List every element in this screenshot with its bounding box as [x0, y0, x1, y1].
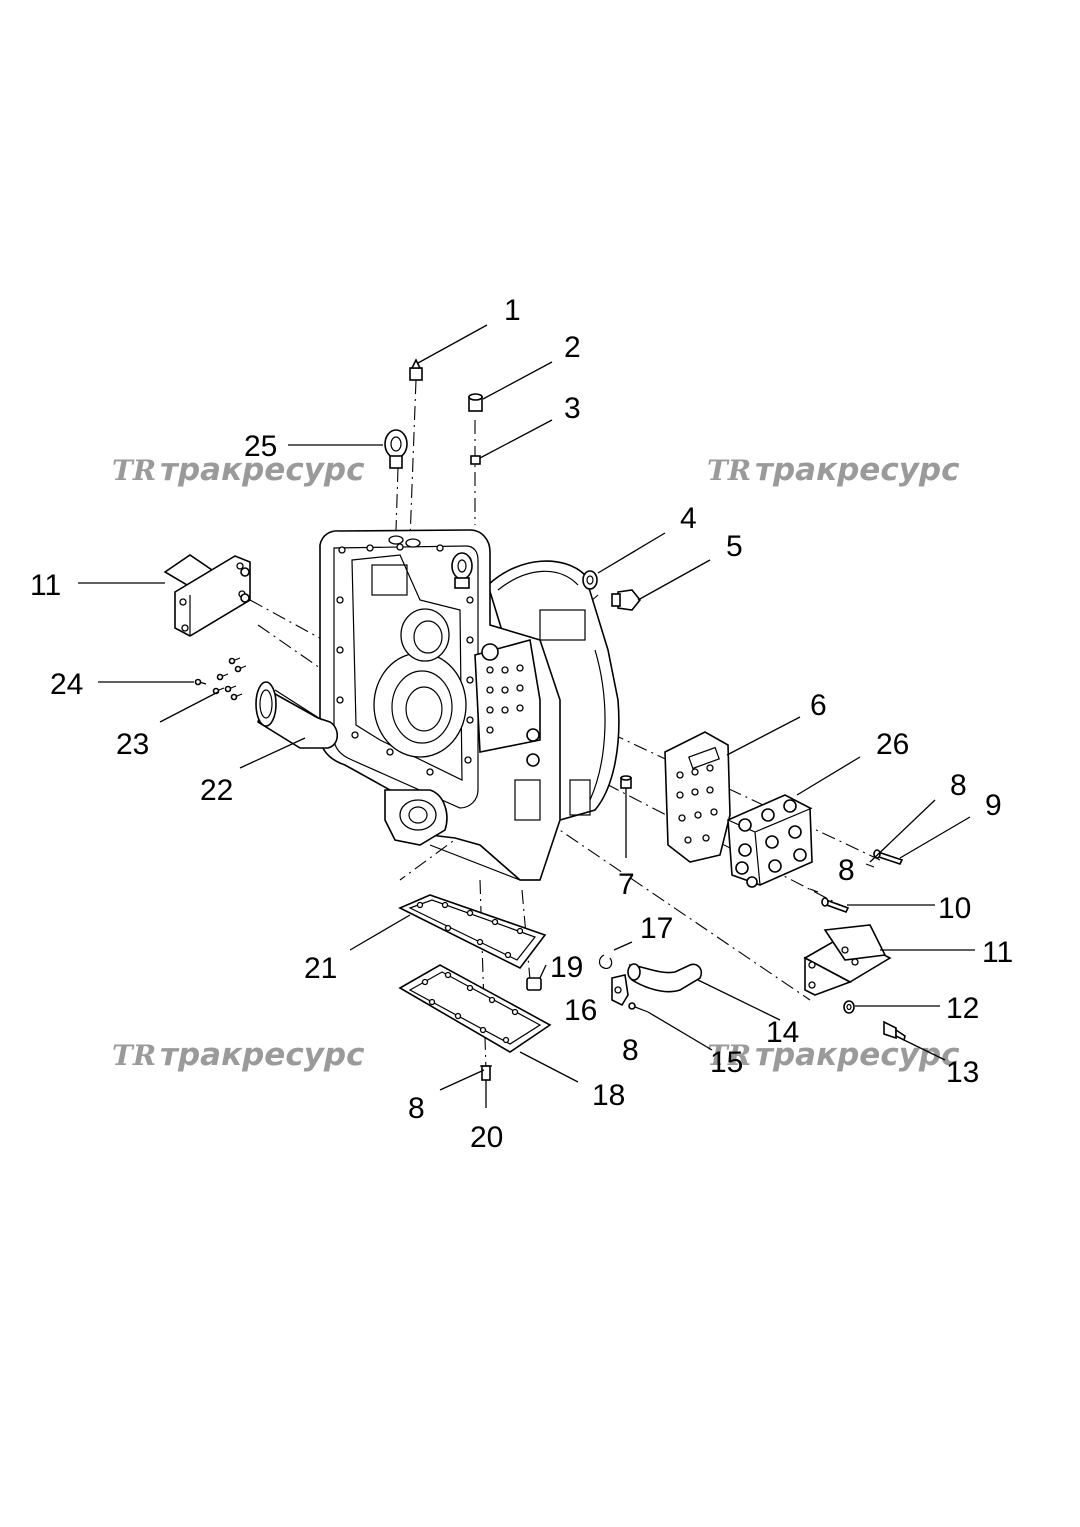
callout-11: 11: [982, 936, 1013, 969]
transmission-housing: [319, 529, 620, 881]
callout-24: 24: [50, 668, 83, 701]
callout-5: 5: [726, 530, 743, 563]
callout-15: 15: [710, 1046, 743, 1079]
callout-8: 8: [838, 854, 855, 887]
part-20-drain-plug: [480, 1065, 492, 1081]
part-26-control-valve: [727, 794, 813, 888]
part-12-washer: [843, 1000, 855, 1014]
callout-8: 8: [622, 1034, 639, 1067]
watermark-text: тракресурс: [755, 452, 960, 488]
watermark-logo: TR: [707, 1039, 751, 1072]
part-11-bracket-right: [803, 924, 892, 996]
part-16-clamp: [611, 974, 629, 1007]
watermark-bottom-left: TR тракресурс: [112, 1037, 365, 1073]
part-3-seal: [470, 455, 481, 465]
part-22-filter: [255, 681, 339, 749]
callout-20: 20: [470, 1121, 503, 1154]
watermark-logo: TR: [112, 1039, 156, 1072]
watermark-logo: TR: [707, 454, 751, 487]
callout-8: 8: [408, 1092, 425, 1125]
part-18-oil-pan: [398, 964, 552, 1053]
watermark-top-left: TR тракресурс: [112, 452, 365, 488]
callout-13: 13: [946, 1056, 979, 1089]
callout-8: 8: [950, 769, 967, 802]
part-13-bolt: [883, 1020, 906, 1042]
part-17-clip: [598, 954, 613, 969]
part-19-plug: [526, 977, 542, 991]
callout-2: 2: [564, 331, 581, 364]
part-21-gasket: [398, 894, 547, 970]
part-14-hose: [627, 963, 703, 993]
part-5-plug: [611, 589, 642, 611]
callout-19: 19: [550, 951, 583, 984]
part-25-lifting-eye: [384, 429, 408, 469]
callout-11: 11: [30, 569, 61, 602]
callout-6: 6: [810, 689, 827, 722]
part-4-gasket: [582, 570, 598, 590]
callout-12: 12: [946, 992, 979, 1025]
part-8-washer-right-mid: [809, 888, 819, 893]
callout-16: 16: [564, 994, 597, 1027]
part-24-screw: [194, 678, 207, 686]
leader-lines: [78, 324, 975, 1108]
watermark-logo: TR: [112, 454, 156, 487]
callout-23: 23: [116, 728, 149, 761]
callout-22: 22: [200, 774, 233, 807]
part-11-bracket-left: [163, 554, 251, 637]
watermark-text: тракресурс: [755, 1037, 960, 1073]
part-2-plug: [468, 393, 483, 412]
callout-1: 1: [504, 294, 521, 327]
callout-4: 4: [680, 502, 697, 535]
part-1-breather: [409, 358, 423, 381]
callout-9: 9: [985, 789, 1002, 822]
callout-18: 18: [592, 1079, 625, 1112]
part-8-washer-right-top: [865, 863, 875, 868]
callout-14: 14: [766, 1016, 799, 1049]
callout-21: 21: [304, 952, 337, 985]
watermark-text: тракресурс: [160, 1037, 365, 1073]
part-23-bolts: [212, 657, 247, 701]
callout-25: 25: [244, 430, 277, 463]
callout-3: 3: [564, 392, 581, 425]
part-15-screw: [628, 1002, 649, 1013]
watermark-bottom-right: TR тракресурс: [707, 1037, 960, 1073]
callout-17: 17: [640, 912, 673, 945]
watermark-text: тракресурс: [160, 452, 365, 488]
callout-26: 26: [876, 728, 909, 761]
part-7-fitting: [620, 775, 632, 789]
callout-10: 10: [938, 892, 971, 925]
part-6-gasket-plate: [664, 731, 731, 863]
watermark-top-right: TR тракресурс: [707, 452, 960, 488]
part-10-bolt: [821, 897, 850, 913]
callout-labels: 1 2 3 4 5 6 7 8 8 8 8 9 10 11 11 12 13 1…: [30, 294, 1013, 1154]
callout-7: 7: [618, 868, 635, 901]
part-9-bolt: [873, 849, 904, 865]
